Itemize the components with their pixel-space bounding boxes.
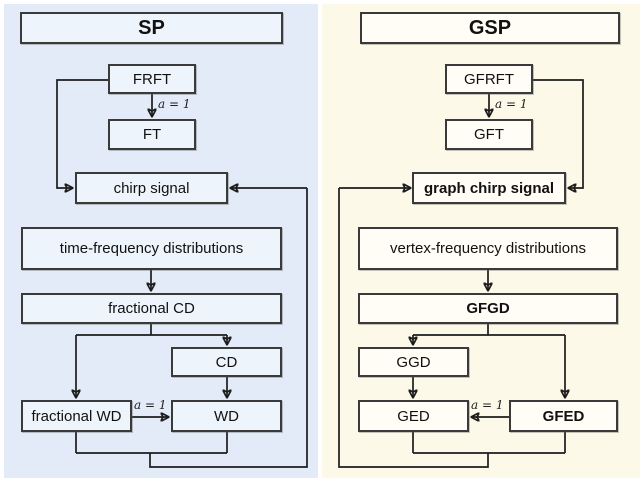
node-time-frequency-distributions: time-frequency distributions — [21, 227, 282, 270]
node-ggd: GGD — [358, 347, 469, 377]
node-cd: CD — [171, 347, 282, 377]
edge-label-fwd-wd-a1: a = 1 — [134, 398, 167, 412]
node-fractional-wd: fractional WD — [21, 400, 132, 432]
sp-title-box: SP — [20, 12, 283, 44]
node-wd: WD — [171, 400, 282, 432]
node-gfed: GFED — [509, 400, 618, 432]
edge-label-gfed-ged-a1: a = 1 — [471, 398, 504, 412]
gsp-title-box: GSP — [360, 12, 620, 44]
node-vertex-frequency-distributions: vertex-frequency distributions — [358, 227, 618, 270]
node-chirp-signal: chirp signal — [75, 172, 228, 204]
node-fractional-cd: fractional CD — [21, 293, 282, 324]
node-gft: GFT — [445, 119, 533, 150]
node-ged: GED — [358, 400, 469, 432]
edge-label-frft-ft-a1: a = 1 — [158, 97, 191, 111]
node-graph-chirp-signal: graph chirp signal — [412, 172, 566, 204]
node-frft: FRFT — [108, 64, 196, 94]
node-gfrft: GFRFT — [445, 64, 533, 94]
node-gfgd: GFGD — [358, 293, 618, 324]
node-ft: FT — [108, 119, 196, 150]
edge-label-gfrft-gft-a1: a = 1 — [495, 97, 528, 111]
